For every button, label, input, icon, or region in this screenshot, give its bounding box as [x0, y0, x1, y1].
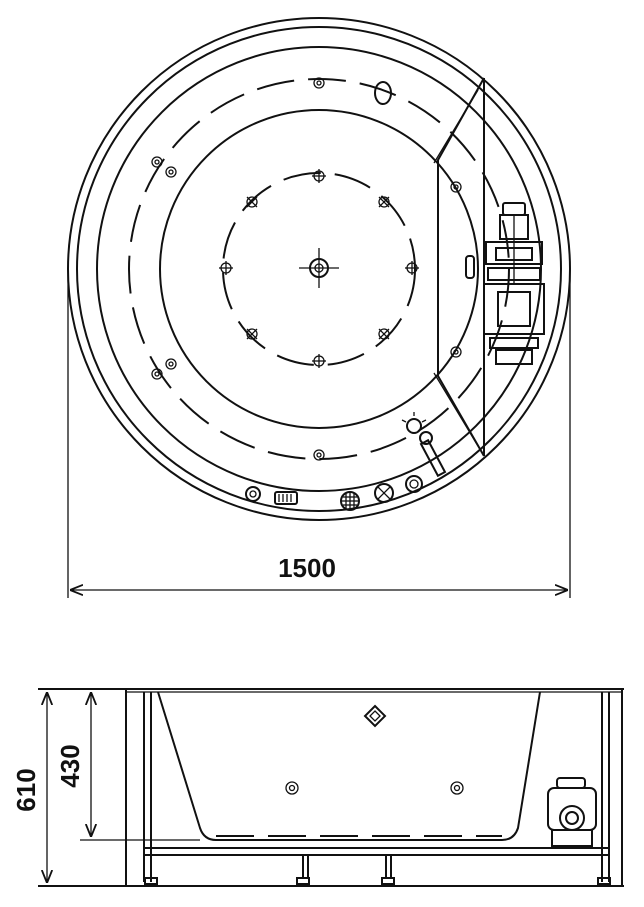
wall-jet-icon	[313, 449, 325, 461]
frame-legs	[144, 855, 611, 885]
wall-jet-icon	[165, 358, 177, 370]
basin-outline	[159, 109, 479, 429]
overflow-lever-icon	[419, 431, 447, 478]
diamond-fitting-icon	[363, 704, 387, 728]
wall-jet-icon	[313, 77, 325, 89]
top-view: 1500	[67, 17, 571, 598]
total-height-dimension: 610	[11, 688, 60, 883]
oval-fitting-icon	[374, 81, 392, 105]
inner-depth-dimension: 430	[55, 692, 200, 841]
floor-jet-icon	[219, 261, 233, 275]
pump-unit-icon	[483, 202, 545, 365]
air-button-icon	[405, 475, 423, 493]
width-dimension-label: 1500	[278, 553, 336, 583]
basin-profile	[157, 691, 541, 841]
suction-grille-icon	[274, 491, 298, 505]
wall-jet-icon	[450, 346, 462, 358]
floor-jet-icon	[246, 196, 258, 208]
pump-motor-icon	[547, 777, 597, 847]
panel-inner-edge	[433, 89, 479, 447]
wall-jet-icon	[151, 368, 163, 380]
inner-depth-label: 430	[55, 744, 85, 787]
floor-jet-icon	[378, 196, 390, 208]
total-height-label: 610	[11, 768, 41, 811]
light-switch-icon	[401, 412, 427, 434]
diverter-valve-icon	[374, 483, 394, 503]
side-jet-icon	[450, 781, 464, 795]
inner-rim	[76, 26, 562, 512]
side-view: 610 430	[11, 688, 624, 887]
side-jet-icon	[285, 781, 299, 795]
center-drain-icon	[299, 248, 339, 288]
floor-jet-icon	[378, 328, 390, 340]
wall-jet-icon	[165, 166, 177, 178]
floor-jet-icon	[246, 328, 258, 340]
fill-spout-icon	[245, 486, 261, 502]
wall-jets	[151, 77, 462, 461]
width-dimension: 1500	[70, 553, 568, 590]
wall-jet-icon	[151, 156, 163, 168]
floor-jets	[219, 169, 419, 368]
floor-jet-icon	[405, 261, 419, 275]
air-button-inner-icon	[409, 479, 419, 489]
floor-jet-icon	[312, 354, 326, 368]
control-cluster	[245, 412, 447, 511]
wall-jet-icon	[450, 181, 462, 193]
floor-jet-icon	[312, 169, 326, 183]
drain-grate-icon	[340, 491, 360, 511]
side-knob-icon	[465, 255, 475, 279]
outer-rim	[67, 17, 571, 521]
